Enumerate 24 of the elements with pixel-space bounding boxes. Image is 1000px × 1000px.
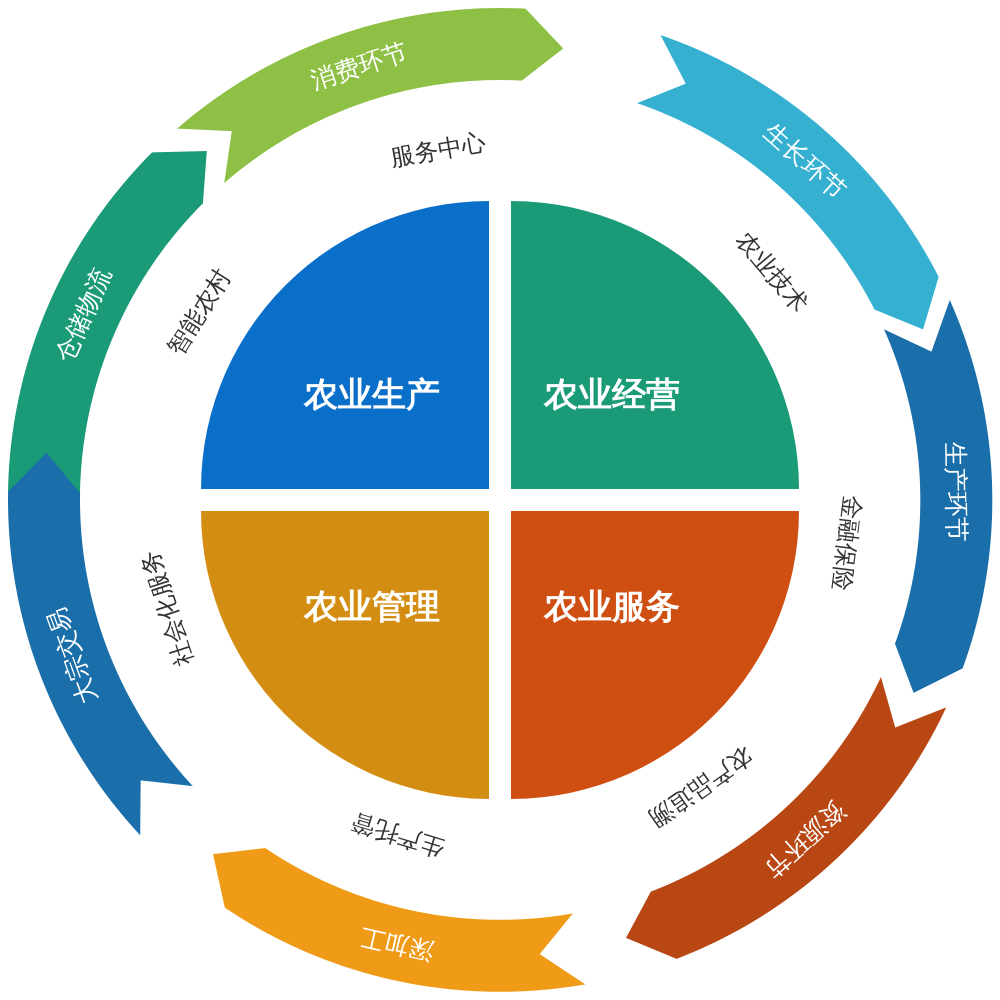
ring-label: 金融保险 xyxy=(826,493,868,592)
ring-label: 生产托管 xyxy=(347,806,448,864)
ring-label: 农业技术 xyxy=(729,225,815,319)
arrow-ring-segment xyxy=(626,677,946,960)
ring-label: 农产品追溯 xyxy=(642,740,759,834)
segment-label: 仓储物流 xyxy=(48,262,118,367)
segment-label: 生产环节 xyxy=(940,442,972,542)
arrow-ring-segment xyxy=(8,452,193,836)
segment-label: 深加工 xyxy=(357,920,438,969)
arrow-ring-segment xyxy=(177,8,564,184)
segment-label: 农业服务 xyxy=(544,586,680,629)
segment-label: 农业经营 xyxy=(544,374,680,417)
arrow-ring-segment xyxy=(884,300,992,693)
segment-label: 资源环节 xyxy=(757,794,853,885)
segment-label: 生长环节 xyxy=(757,116,853,207)
segment-label: 农业生产 xyxy=(304,374,440,417)
ring-label: 智能农村 xyxy=(160,262,238,362)
ring-label: 社会化服务 xyxy=(134,546,200,670)
segment-label: 农业管理 xyxy=(304,586,440,629)
segment-label: 大宗交易 xyxy=(40,603,104,709)
ring-label: 服务中心 xyxy=(388,127,488,174)
quadrant-segment xyxy=(201,511,489,799)
segment-label: 消费环节 xyxy=(306,36,412,98)
arrow-ring-segment xyxy=(636,34,938,330)
